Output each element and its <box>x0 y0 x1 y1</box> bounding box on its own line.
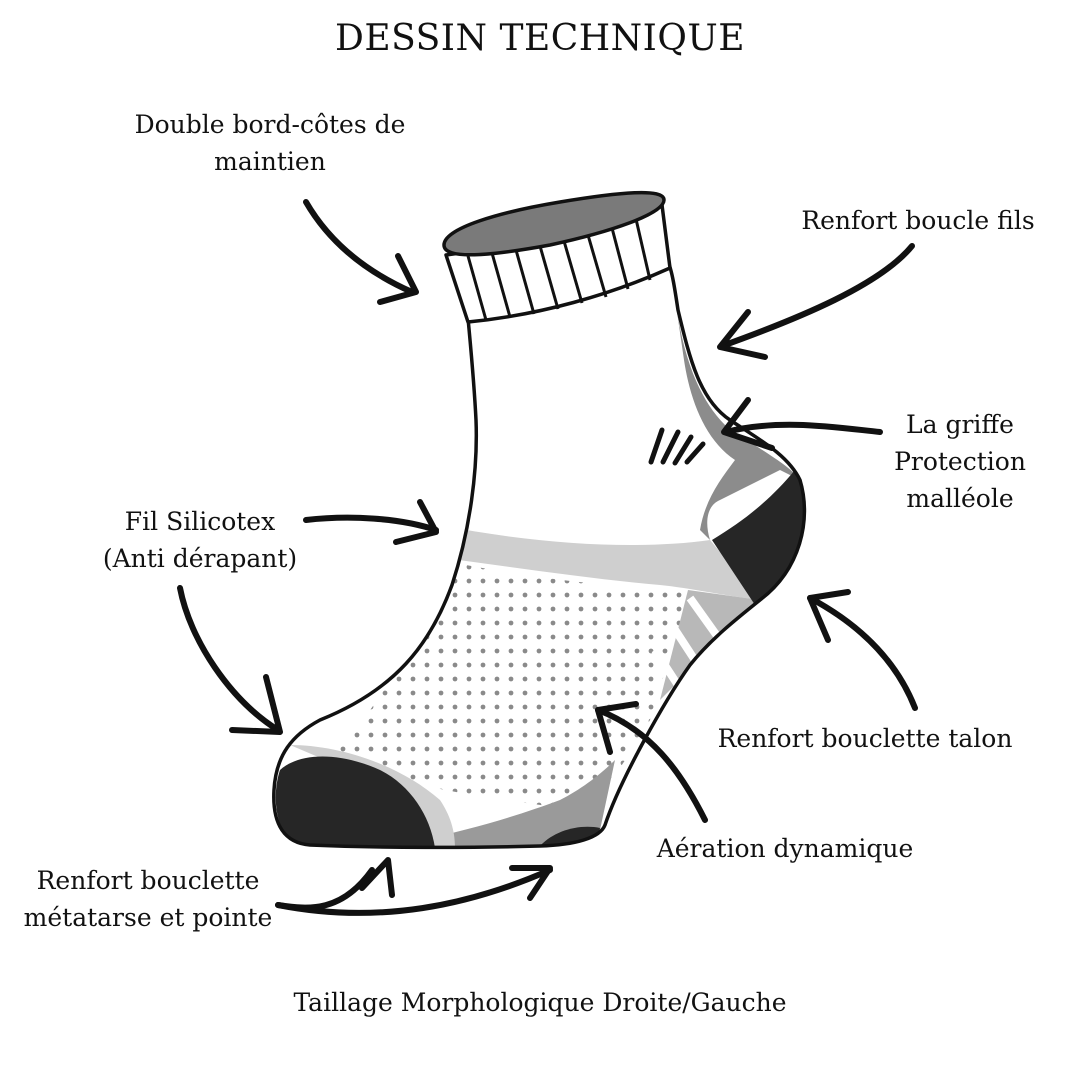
page-title: DESSIN TECHNIQUE <box>334 18 746 59</box>
arrow-claw <box>721 397 883 451</box>
arrow-sole <box>275 865 553 916</box>
arrow-cuff <box>303 199 419 305</box>
claw-icon <box>648 427 706 466</box>
footer-caption: Taillage Morphologique Droite/Gauche <box>293 988 787 1017</box>
cuff-ribbing <box>442 190 672 324</box>
arrow-heel <box>807 589 918 711</box>
aeration-dots <box>330 560 690 810</box>
label-toe: Renfort bouclette métatarse et pointe <box>23 866 273 932</box>
sole-gray <box>420 760 615 848</box>
label-cuff: Double bord-côtes de maintien <box>134 110 406 176</box>
label-heel: Renfort bouclette talon <box>717 724 1013 753</box>
label-aeration: Aération dynamique <box>656 834 914 863</box>
arrow-aeration <box>595 701 708 823</box>
arrow-toe-up <box>177 585 283 735</box>
stripe-1 <box>686 595 724 643</box>
label-loop: Renfort boucle fils <box>801 206 1035 235</box>
arrow-silicotex <box>303 499 439 545</box>
arrow-loop <box>717 243 915 360</box>
arrow-metatarsal <box>275 857 395 911</box>
label-claw: La griffe Protection malléole <box>894 410 1026 513</box>
toe-band <box>290 745 455 848</box>
label-silicotex: Fil Silicotex (Anti dérapant) <box>102 507 298 573</box>
ankle-band <box>420 525 760 600</box>
toe-dark <box>275 756 435 848</box>
